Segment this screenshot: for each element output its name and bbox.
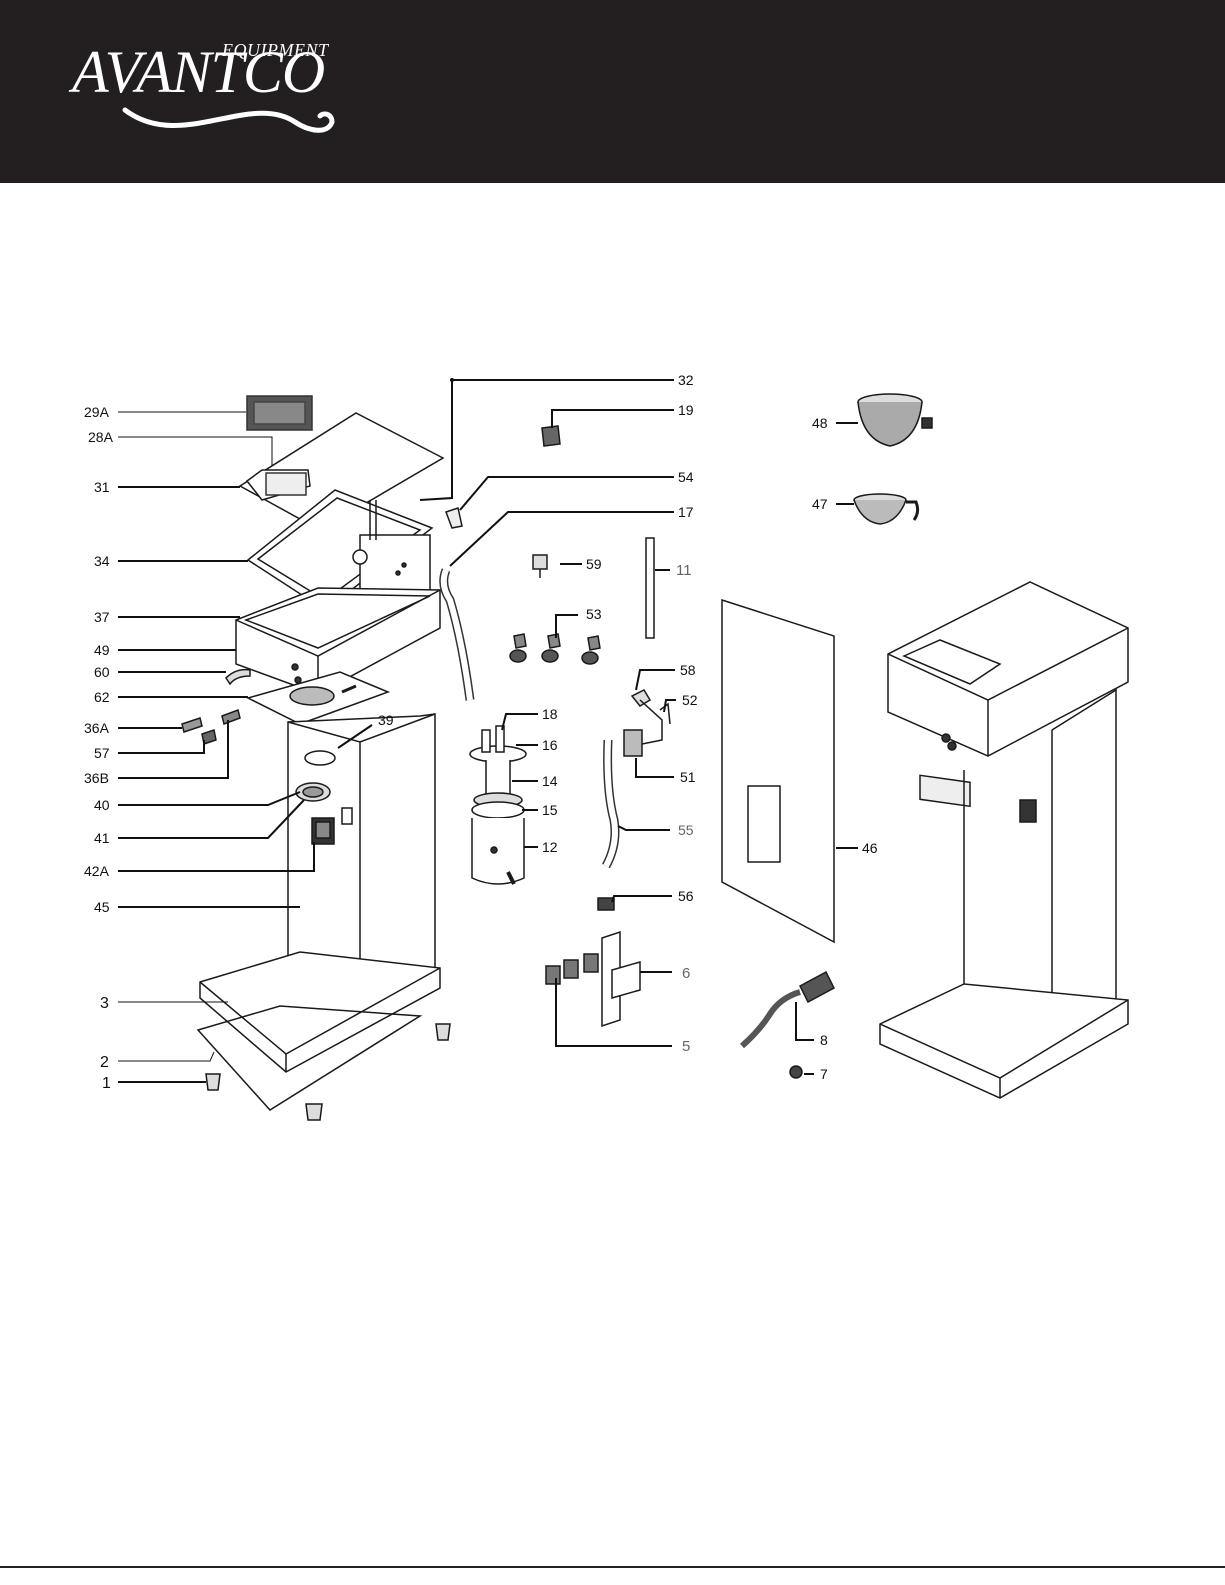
part-51-solenoid <box>624 690 670 756</box>
part-54-elbow <box>446 508 462 528</box>
part-62-plate <box>248 672 388 724</box>
part-12-heater-tank <box>470 726 526 884</box>
part-53-valves <box>510 634 600 664</box>
callout-45: 45 <box>94 899 110 915</box>
callout-15: 15 <box>542 802 558 818</box>
callout-6: 6 <box>682 965 690 982</box>
callout-3: 3 <box>100 995 109 1012</box>
part-46-back-panel <box>722 600 834 942</box>
callout-17: 17 <box>678 504 694 520</box>
callout-7: 7 <box>820 1066 828 1082</box>
callout-28a: 28A <box>88 429 114 445</box>
callout-12: 12 <box>542 839 558 855</box>
callout-54: 54 <box>678 469 694 485</box>
part-11-tube <box>646 538 654 638</box>
callout-5: 5 <box>682 1038 690 1055</box>
callout-32: 32 <box>678 372 694 388</box>
callout-14: 14 <box>542 773 558 789</box>
callout-60: 60 <box>94 664 110 680</box>
assembled-unit <box>880 582 1128 1098</box>
callout-49: 49 <box>94 642 110 658</box>
callout-52: 52 <box>682 692 698 708</box>
part-7-strain-relief <box>790 1066 802 1078</box>
part-19-clip <box>542 426 560 446</box>
callout-41: 41 <box>94 830 110 846</box>
callout-46: 46 <box>862 840 878 856</box>
part-59-valve <box>533 555 547 578</box>
callout-59: 59 <box>586 556 602 572</box>
callout-53: 53 <box>586 606 602 622</box>
part-60-elbow <box>226 670 250 684</box>
callout-62: 62 <box>94 689 110 705</box>
part-56-switch <box>598 898 614 910</box>
part-5-terminal-board <box>546 932 640 1026</box>
callout-58: 58 <box>680 662 696 678</box>
callout-57: 57 <box>94 745 110 761</box>
callout-18: 18 <box>542 706 558 722</box>
callout-2: 2 <box>100 1054 109 1071</box>
part-29a-grill <box>247 396 312 430</box>
callout-8: 8 <box>820 1032 828 1048</box>
footer-rule <box>0 1566 1225 1568</box>
callout-42a: 42A <box>84 863 110 879</box>
part-48-brew-basket <box>858 394 932 446</box>
callout-16: 16 <box>542 737 558 753</box>
callout-36b: 36B <box>84 770 109 786</box>
part-36b-fitting <box>222 710 240 724</box>
callout-19: 19 <box>678 402 694 418</box>
callout-48: 48 <box>812 415 828 431</box>
callout-40: 40 <box>94 797 110 813</box>
callout-39: 39 <box>378 712 394 728</box>
callout-55: 55 <box>678 822 694 838</box>
callout-36a: 36A <box>84 720 110 736</box>
callout-1: 1 <box>102 1075 111 1092</box>
callout-34: 34 <box>94 553 110 569</box>
callout-11: 11 <box>676 562 692 579</box>
callout-37: 37 <box>94 609 110 625</box>
callout-56: 56 <box>678 888 694 904</box>
part-47-funnel <box>854 494 918 524</box>
callout-29a: 29A <box>84 404 110 420</box>
part-3-base <box>200 952 440 1072</box>
callout-51: 51 <box>680 769 696 785</box>
part-36a-fitting <box>182 718 202 732</box>
callout-47: 47 <box>812 496 828 512</box>
callout-31: 31 <box>94 479 110 495</box>
